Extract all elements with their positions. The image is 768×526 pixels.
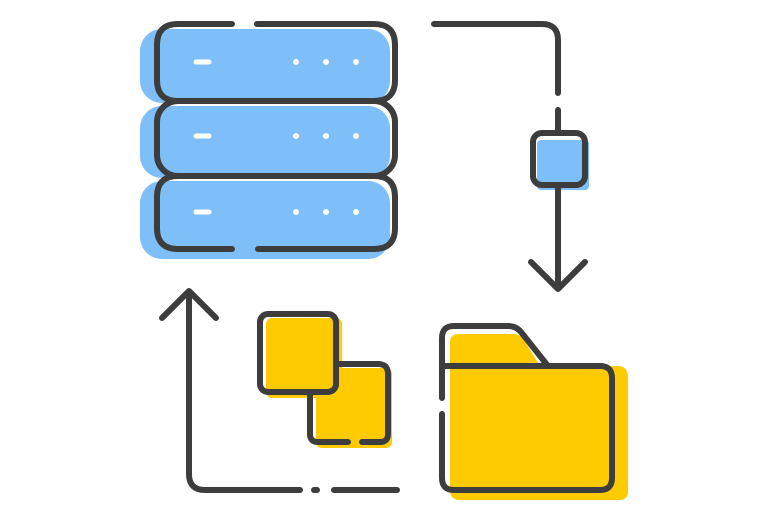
folder-outline <box>439 323 615 493</box>
folder-fill <box>450 334 628 500</box>
file-front-fill <box>266 318 342 398</box>
connector-bottom-left <box>186 289 303 493</box>
file-front-outline <box>257 311 339 395</box>
server-unit-fill-2 <box>140 106 390 178</box>
arrow-down-icon <box>431 21 589 292</box>
server-indicators <box>193 59 359 215</box>
server-stack-icon <box>140 21 398 259</box>
connector-top <box>431 21 561 96</box>
copy-files-icon <box>257 311 392 448</box>
file-back-outline <box>333 361 391 445</box>
file-back-outline-2 <box>307 389 351 445</box>
arrow-down-head <box>528 259 588 292</box>
server-unit-fill-1 <box>140 29 390 103</box>
server-unit-fill-3 <box>140 181 390 259</box>
server-unit-outline-3 <box>154 173 398 252</box>
folder-icon <box>439 323 628 500</box>
data-block-fill <box>537 140 589 190</box>
arrow-up-icon <box>159 288 400 493</box>
